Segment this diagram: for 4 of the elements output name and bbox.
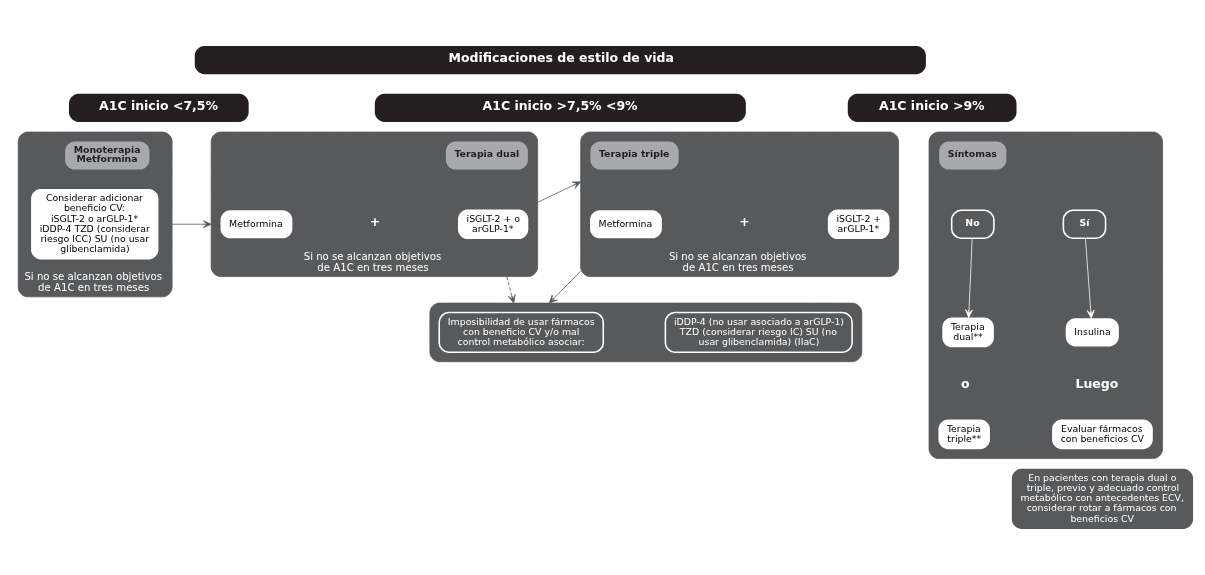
label: +	[369, 214, 381, 230]
label: o	[961, 376, 970, 392]
label: +	[739, 214, 750, 230]
label: Luego	[1075, 376, 1119, 392]
